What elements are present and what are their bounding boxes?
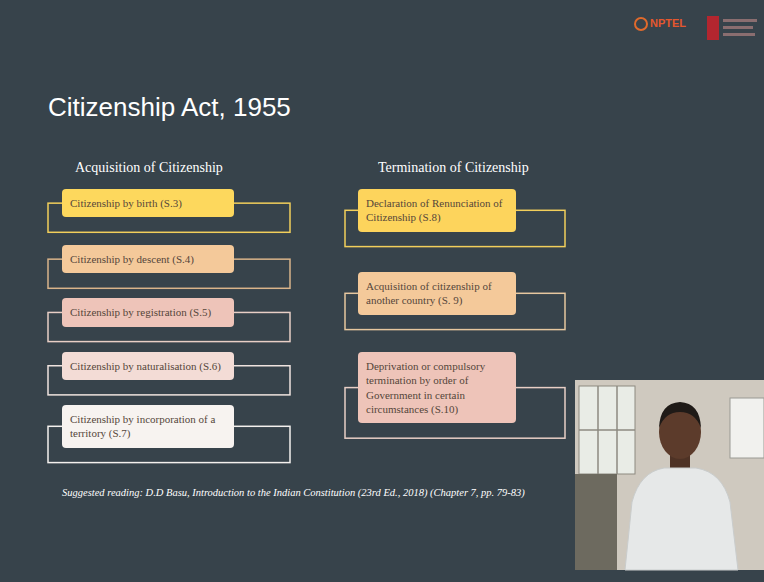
box-text: Deprivation or compulsory termination by… [366, 359, 508, 416]
cabinet [575, 474, 617, 570]
process-box: Citizenship by incorporation of a territ… [62, 405, 234, 448]
whiteboard [730, 398, 764, 458]
logo-bar [723, 33, 755, 36]
section-heading: Acquisition of Citizenship [75, 160, 223, 176]
process-box: Acquisition of citizenship of another co… [358, 272, 516, 315]
process-box: Citizenship by birth (S.3) [62, 189, 234, 217]
box-text: Acquisition of citizenship of another co… [366, 279, 508, 308]
process-box: Citizenship by naturalisation (S.6) [62, 352, 234, 380]
logo-gear [635, 18, 647, 30]
process-box: Citizenship by descent (S.4) [62, 245, 234, 273]
logo-text: NPTEL [650, 17, 686, 29]
reading-caption: Suggested reading: D.D Basu, Introductio… [62, 486, 525, 500]
process-box: Citizenship by registration (S.5) [62, 298, 234, 326]
box-text: Declaration of Renunciation of Citizensh… [366, 196, 508, 225]
logo-bar [723, 19, 757, 22]
box-text: Citizenship by naturalisation (S.6) [70, 359, 226, 373]
process-box: Declaration of Renunciation of Citizensh… [358, 189, 516, 232]
window [579, 386, 635, 474]
logo-mark [635, 16, 757, 40]
shirt [625, 468, 738, 570]
process-box: Deprivation or compulsory termination by… [358, 352, 516, 423]
logo-emblem [707, 16, 719, 40]
hair [659, 402, 701, 428]
box-text: Citizenship by birth (S.3) [70, 196, 226, 210]
bracket-group [48, 203, 565, 462]
slide-title: Citizenship Act, 1955 [48, 92, 291, 123]
logo-bar [723, 26, 753, 29]
box-text: Citizenship by descent (S.4) [70, 252, 226, 266]
section-heading: Termination of Citizenship [378, 160, 529, 176]
box-text: Citizenship by registration (S.5) [70, 305, 226, 319]
window-bar [579, 429, 635, 431]
speaker-video [575, 380, 764, 570]
box-text: Citizenship by incorporation of a territ… [70, 412, 226, 441]
video-frame [575, 380, 764, 570]
